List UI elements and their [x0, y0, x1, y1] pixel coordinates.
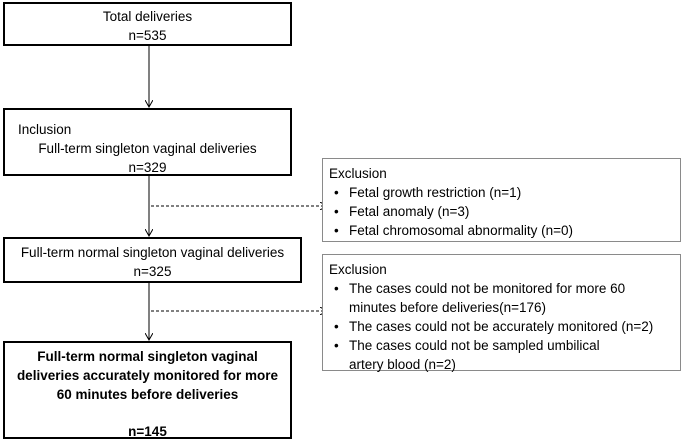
- total-deliveries-count: n=535: [128, 28, 167, 43]
- bullet-icon: •: [334, 185, 339, 200]
- bullet-icon: •: [334, 338, 339, 353]
- exclusion-1-item: •Fetal anomaly (n=3): [334, 204, 470, 219]
- normal-deliveries-count: n=325: [133, 264, 172, 279]
- exclusion-2-heading: Exclusion: [329, 262, 387, 277]
- final-box: Full-term normal singleton vaginal deliv…: [3, 341, 292, 439]
- inclusion-heading: Inclusion: [18, 122, 72, 137]
- exclusion-2-item: •The cases could not be sampled umbilica…: [334, 338, 600, 372]
- final-label-line-1: Full-term normal singleton vaginal: [37, 349, 258, 364]
- bullet-icon: •: [334, 204, 339, 219]
- exclusion-2-item: •The cases could not be accurately monit…: [334, 319, 654, 334]
- total-deliveries-label: Total deliveries: [102, 9, 193, 24]
- bullet-icon: •: [334, 319, 339, 334]
- inclusion-count: n=329: [128, 160, 167, 175]
- final-count: n=145: [128, 424, 167, 439]
- inclusion-box: Inclusion Full-term singleton vaginal de…: [3, 108, 292, 176]
- final-label-line-3: 60 minutes before deliveries: [56, 387, 239, 402]
- exclusion-1-item: •Fetal growth restriction (n=1): [334, 185, 522, 200]
- total-deliveries-box: Total deliveries n=535: [3, 2, 292, 46]
- normal-deliveries-box: Full-term normal singleton vaginal deliv…: [3, 237, 302, 283]
- bullet-icon: •: [334, 223, 339, 238]
- normal-deliveries-label: Full-term normal singleton vaginal deliv…: [20, 245, 285, 260]
- exclusion-box-1: Exclusion •Fetal growth restriction (n=1…: [322, 158, 681, 242]
- exclusion-box-2: Exclusion •The cases could not be monito…: [322, 254, 681, 374]
- exclusion-1-heading: Exclusion: [329, 166, 387, 181]
- bullet-icon: •: [334, 281, 339, 296]
- exclusion-1-item: •Fetal chromosomal abnormality (n=0): [334, 223, 573, 238]
- final-label-line-2: deliveries accurately monitored for more: [16, 368, 279, 383]
- exclusion-1-list: •Fetal growth restriction (n=1) •Fetal a…: [329, 183, 680, 240]
- exclusion-2-list: •The cases could not be monitored for mo…: [329, 279, 680, 374]
- inclusion-label: Full-term singleton vaginal deliveries: [38, 141, 257, 156]
- exclusion-2-item: •The cases could not be monitored for mo…: [334, 281, 626, 315]
